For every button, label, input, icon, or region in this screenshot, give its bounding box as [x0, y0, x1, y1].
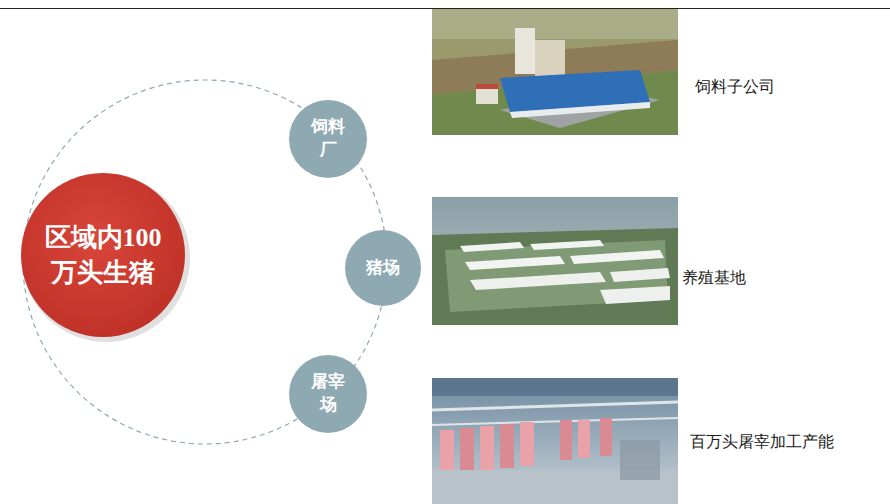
dashed-ring	[23, 80, 387, 444]
feed-mill-circle: 饲料 厂	[289, 100, 367, 178]
feed-factory-photo	[432, 9, 678, 135]
node-label: 饲料 厂	[306, 116, 350, 162]
photo-caption: 百万头屠宰加工产能	[690, 432, 834, 453]
center-circle: 区域内100 万头生猪	[21, 173, 185, 337]
node-label: 猪场	[366, 257, 400, 280]
node-label: 屠宰 场	[306, 371, 350, 417]
node-label: 区域内100 万头生猪	[38, 220, 168, 290]
farm-base-photo	[432, 197, 678, 325]
top-rule	[0, 8, 890, 9]
photo-caption: 养殖基地	[682, 268, 746, 289]
photo-caption: 饲料子公司	[695, 77, 775, 98]
slaughter-hall-photo	[432, 378, 678, 504]
farm-circle: 猪场	[345, 230, 421, 306]
slaughter-circle: 屠宰 场	[289, 355, 367, 433]
shadow	[22, 174, 190, 342]
